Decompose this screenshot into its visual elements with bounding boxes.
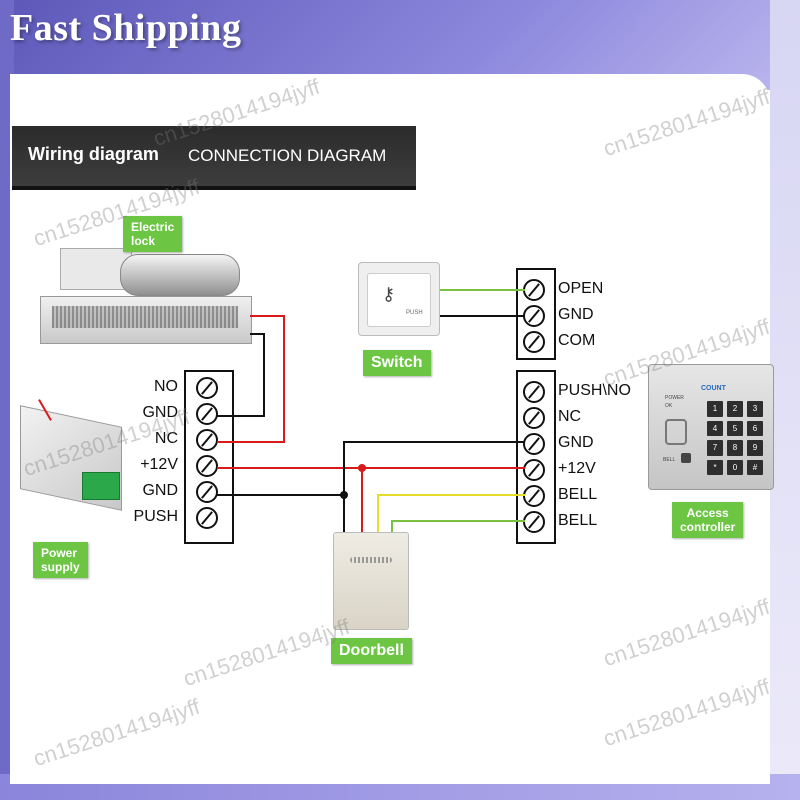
terminal-label: PUSH\NO — [558, 382, 631, 399]
terminal-label: +12V — [558, 460, 596, 477]
power-supply — [14, 398, 124, 511]
keypad-key: 7 — [707, 440, 723, 456]
keypad-key: 0 — [727, 459, 743, 475]
terminal-label: BELL — [558, 486, 598, 503]
switch-face-text: PUSH — [406, 310, 423, 316]
terminal-screw — [196, 429, 218, 451]
keypad-key: 1 — [707, 401, 723, 417]
terminal-label: GND — [142, 404, 178, 421]
wire-bell-yellow — [377, 494, 525, 532]
access-controller-label: Access controller — [672, 502, 744, 538]
terminal-label: GND — [142, 482, 178, 499]
keypad-key: 6 — [747, 420, 763, 436]
terminal-screw — [523, 407, 545, 429]
terminal-screw — [523, 459, 545, 481]
title-bar: Wiring diagram CONNECTION DIAGRAM — [12, 126, 416, 190]
status-light-ok: OK — [665, 403, 673, 409]
terminal-label: GND — [558, 306, 594, 323]
keypad-key: 5 — [727, 420, 743, 436]
doorbell — [333, 532, 409, 630]
right-border — [770, 0, 800, 800]
junction-gnd — [340, 491, 348, 499]
wire-bell-green — [391, 520, 525, 532]
wire-lock-red — [217, 315, 285, 443]
controller-brand: COUNT — [701, 385, 726, 392]
wire-lock-black — [217, 333, 265, 417]
terminal-label: GND — [558, 434, 594, 451]
terminal-screw — [196, 507, 218, 529]
wire-controller-gnd — [343, 441, 525, 532]
junction-12v — [358, 464, 366, 472]
terminal-label: COM — [558, 332, 596, 349]
electric-lock — [40, 240, 252, 345]
switch-label: Switch — [363, 350, 431, 376]
terminal-screw — [196, 403, 218, 425]
terminal-screw — [196, 455, 218, 477]
terminal-screw — [523, 433, 545, 455]
terminal-label: PUSH — [133, 508, 178, 525]
key-icon: ⚷ — [382, 284, 396, 304]
controller-bell-text: BELL — [663, 457, 676, 463]
terminal-label: NC — [558, 408, 582, 425]
rfid-icon — [665, 419, 687, 445]
keypad-key: # — [747, 459, 763, 475]
keypad-key: 3 — [747, 401, 763, 417]
status-light-power: POWER — [665, 395, 684, 401]
keypad-key: 9 — [747, 440, 763, 456]
keypad-key: 8 — [727, 440, 743, 456]
banner-title: Fast Shipping — [10, 7, 242, 49]
terminal-label: NO — [154, 378, 178, 395]
title-bold: Wiring diagram — [28, 144, 159, 164]
title-thin: CONNECTION DIAGRAM — [188, 146, 387, 165]
power-supply-label: Power supply — [33, 542, 88, 578]
keypad-key: * — [707, 459, 723, 475]
terminal-screw — [196, 377, 218, 399]
keypad-key: 4 — [707, 420, 723, 436]
terminal-screw — [523, 381, 545, 403]
terminal-label: NC — [154, 430, 178, 447]
electric-lock-label: Electric lock — [123, 216, 183, 252]
terminal-label: +12V — [140, 456, 178, 473]
diagram-canvas — [10, 74, 770, 784]
exit-switch: ⚷ PUSH — [358, 262, 440, 336]
bell-icon — [681, 453, 691, 463]
terminal-screw — [196, 481, 218, 503]
terminal-label: OPEN — [558, 280, 604, 297]
terminal-label: BELL — [558, 512, 598, 529]
terminal-screw — [523, 331, 545, 353]
keypad-key: 2 — [727, 401, 743, 417]
doorbell-label: Doorbell — [331, 638, 412, 664]
